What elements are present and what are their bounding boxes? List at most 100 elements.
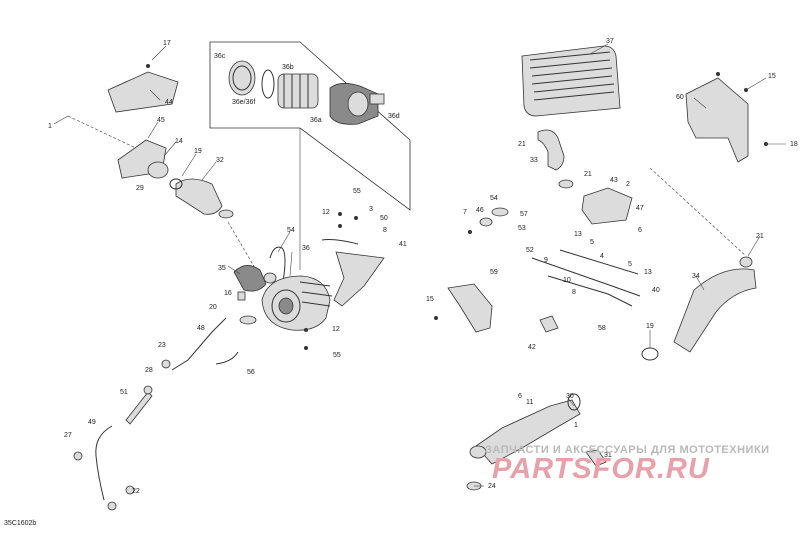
- callout-15-right: 15: [768, 73, 776, 80]
- bracket-44: [107, 64, 179, 113]
- callout-5-upper: 5: [590, 239, 594, 246]
- callout-29: 29: [136, 185, 144, 192]
- callout-28: 28: [145, 367, 153, 374]
- callout-5-lower: 5: [628, 261, 632, 268]
- leader-lines: [53, 43, 786, 487]
- callout-50: 50: [380, 215, 388, 222]
- callout-58: 58: [598, 325, 606, 332]
- callout-14: 14: [175, 138, 183, 145]
- duct-32: [169, 178, 234, 219]
- hose-51-49: [73, 359, 171, 511]
- diagram-code: 35C1602b: [4, 520, 37, 527]
- small-fittings-left: [237, 212, 358, 350]
- callout-55-bottom: 55: [333, 352, 341, 359]
- callout-18: 18: [790, 141, 798, 148]
- callout-37: 37: [606, 38, 614, 45]
- clamp-29: [147, 161, 169, 179]
- callout-7: 7: [463, 209, 467, 216]
- callout-1-bottom: 1: [574, 422, 578, 429]
- callout-47: 47: [636, 205, 644, 212]
- callout-6-right: 6: [638, 227, 642, 234]
- callout-16: 16: [224, 290, 232, 297]
- callout-54-right: 54: [490, 195, 498, 202]
- heat-shield-47: [581, 187, 633, 225]
- hose-48: [171, 317, 227, 371]
- callout-46: 46: [476, 207, 484, 214]
- callout-4: 4: [600, 253, 604, 260]
- callout-36c: 36c: [214, 53, 226, 60]
- callout-10: 10: [563, 277, 571, 284]
- intercooler-37: [521, 45, 621, 117]
- callout-60: 60: [676, 94, 684, 101]
- airbox-inset-frame: [209, 41, 411, 211]
- callout-27: 27: [64, 432, 72, 439]
- callout-56: 56: [247, 369, 255, 376]
- callout-3: 3: [369, 206, 373, 213]
- callout-57: 57: [520, 211, 528, 218]
- callout-36a: 36a: [310, 117, 322, 124]
- bracket-41: [333, 251, 385, 307]
- callout-2: 2: [626, 181, 630, 188]
- callout-19: 19: [194, 148, 202, 155]
- callout-12-bottom: 12: [332, 326, 340, 333]
- callout-41: 41: [399, 241, 407, 248]
- callout-51: 51: [120, 389, 128, 396]
- callout-12-top: 12: [322, 209, 330, 216]
- callout-55-top: 55: [353, 188, 361, 195]
- callout-24: 24: [488, 483, 496, 490]
- air-filter-assembly: [228, 60, 385, 125]
- callout-6-bottom: 6: [518, 393, 522, 400]
- callout-32: 32: [216, 157, 224, 164]
- callout-36d: 36d: [388, 113, 400, 120]
- callout-17: 17: [163, 40, 171, 47]
- bracket-59: [447, 283, 493, 333]
- callout-1: 1: [48, 123, 52, 130]
- callout-35: 35: [218, 265, 226, 272]
- callout-45: 45: [157, 117, 165, 124]
- callout-42: 42: [528, 344, 536, 351]
- callout-labels: 17 44 1 45 14 29 19 32 36c 36b 36e/36f 3…: [48, 38, 798, 495]
- small-fittings-right: [434, 72, 768, 320]
- tube-50: [321, 239, 359, 245]
- callout-52: 52: [526, 247, 534, 254]
- callout-22: 22: [132, 488, 140, 495]
- callout-31: 31: [604, 452, 612, 459]
- callout-21-upper: 21: [518, 141, 526, 148]
- callout-23: 23: [158, 342, 166, 349]
- callout-53: 53: [518, 225, 526, 232]
- callout-13-lower: 13: [644, 269, 652, 276]
- throttle-body-35: [233, 265, 277, 292]
- intercooler-hose-33: [537, 129, 574, 189]
- callout-8-left: 8: [383, 227, 387, 234]
- callout-15-middle: 15: [426, 296, 434, 303]
- clip-42: [539, 315, 559, 333]
- callout-44: 44: [165, 99, 173, 106]
- exhaust-pipe-30: [466, 393, 607, 491]
- callout-11: 11: [526, 399, 533, 406]
- callout-19-right: 19: [646, 323, 654, 330]
- callout-36: 36: [302, 245, 310, 252]
- callout-9: 9: [544, 257, 548, 264]
- callout-36e-36f: 36e/36f: [232, 99, 255, 106]
- callout-20: 20: [209, 304, 217, 311]
- callout-59: 59: [490, 269, 498, 276]
- callout-49: 49: [88, 419, 96, 426]
- callout-34: 34: [692, 273, 700, 280]
- bracket-60: [685, 77, 749, 163]
- rail-assembly-52-58: [531, 249, 641, 307]
- callout-21-middle: 21: [584, 171, 592, 178]
- hose-34: [641, 256, 757, 361]
- watermark-logo: PARTSFOR.RU: [492, 453, 710, 485]
- callout-30: 30: [566, 393, 574, 400]
- callout-40: 40: [652, 287, 660, 294]
- hose-54-left: [269, 246, 286, 289]
- callout-48: 48: [197, 325, 205, 332]
- callout-8-right: 8: [572, 289, 576, 296]
- callout-13-upper: 13: [574, 231, 582, 238]
- callout-33: 33: [530, 157, 538, 164]
- callout-43: 43: [610, 177, 618, 184]
- hose-56: [215, 351, 239, 365]
- callout-21-right: 21: [756, 233, 764, 240]
